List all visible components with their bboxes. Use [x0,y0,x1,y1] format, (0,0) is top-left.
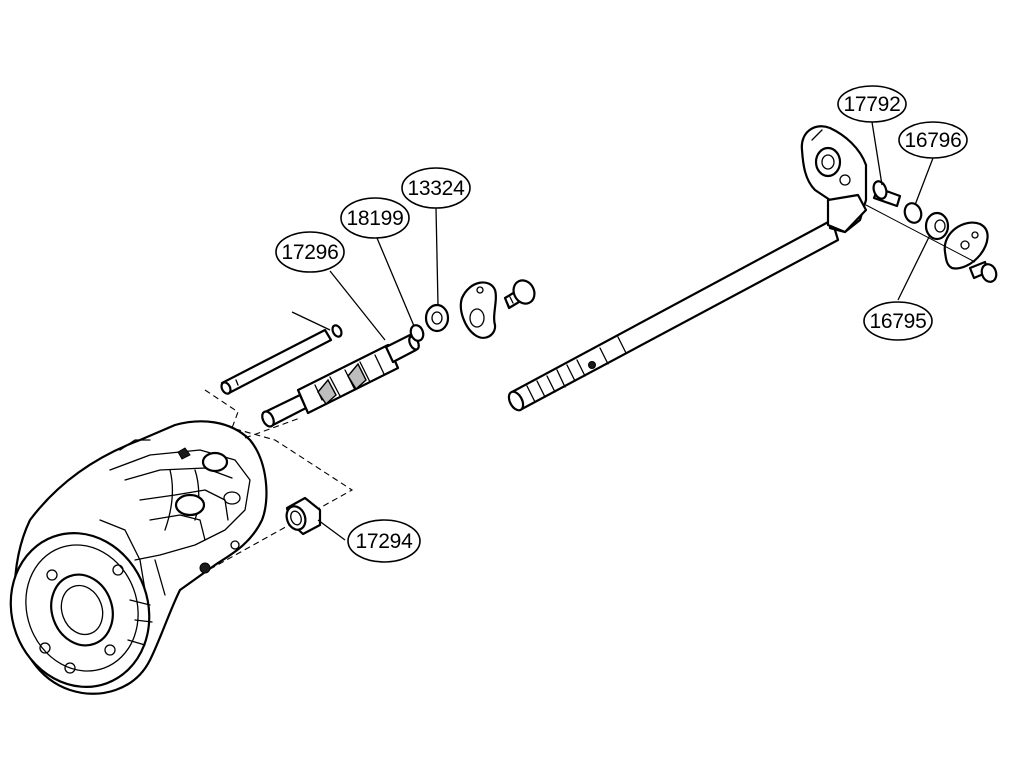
nut [285,496,322,536]
end-plate-right [943,221,989,270]
gear-housing [9,420,268,695]
pin-shaft [220,311,343,395]
part-number-label: 17294 [356,530,414,553]
leader-lines [317,121,934,541]
part-number-label: 17296 [282,241,339,264]
washer-16796 [903,202,923,224]
callout-16795: 16795 [863,301,933,341]
worm-shaft [261,333,420,428]
part-number-label: 17792 [844,93,901,116]
shaft-bracket [800,125,868,234]
assembly-guide-lines [204,389,354,569]
part-number-label: 18199 [347,207,404,230]
part-number-label: 16795 [870,310,927,333]
callout-16796: 16796 [898,121,968,159]
screw-right [968,260,998,283]
callout-18199: 18199 [340,197,410,239]
main-shaft [507,218,840,412]
callout-17792: 17792 [837,85,907,123]
bushing [424,303,450,333]
collar [924,211,950,241]
callout-17294: 17294 [347,519,421,563]
end-plate [459,281,497,339]
part-number-label: 13324 [408,177,466,200]
pin-small [872,180,902,208]
screw [503,279,536,310]
part-number-label: 16796 [905,129,962,152]
callout-13324: 13324 [401,167,471,209]
callout-17296: 17296 [275,231,345,273]
